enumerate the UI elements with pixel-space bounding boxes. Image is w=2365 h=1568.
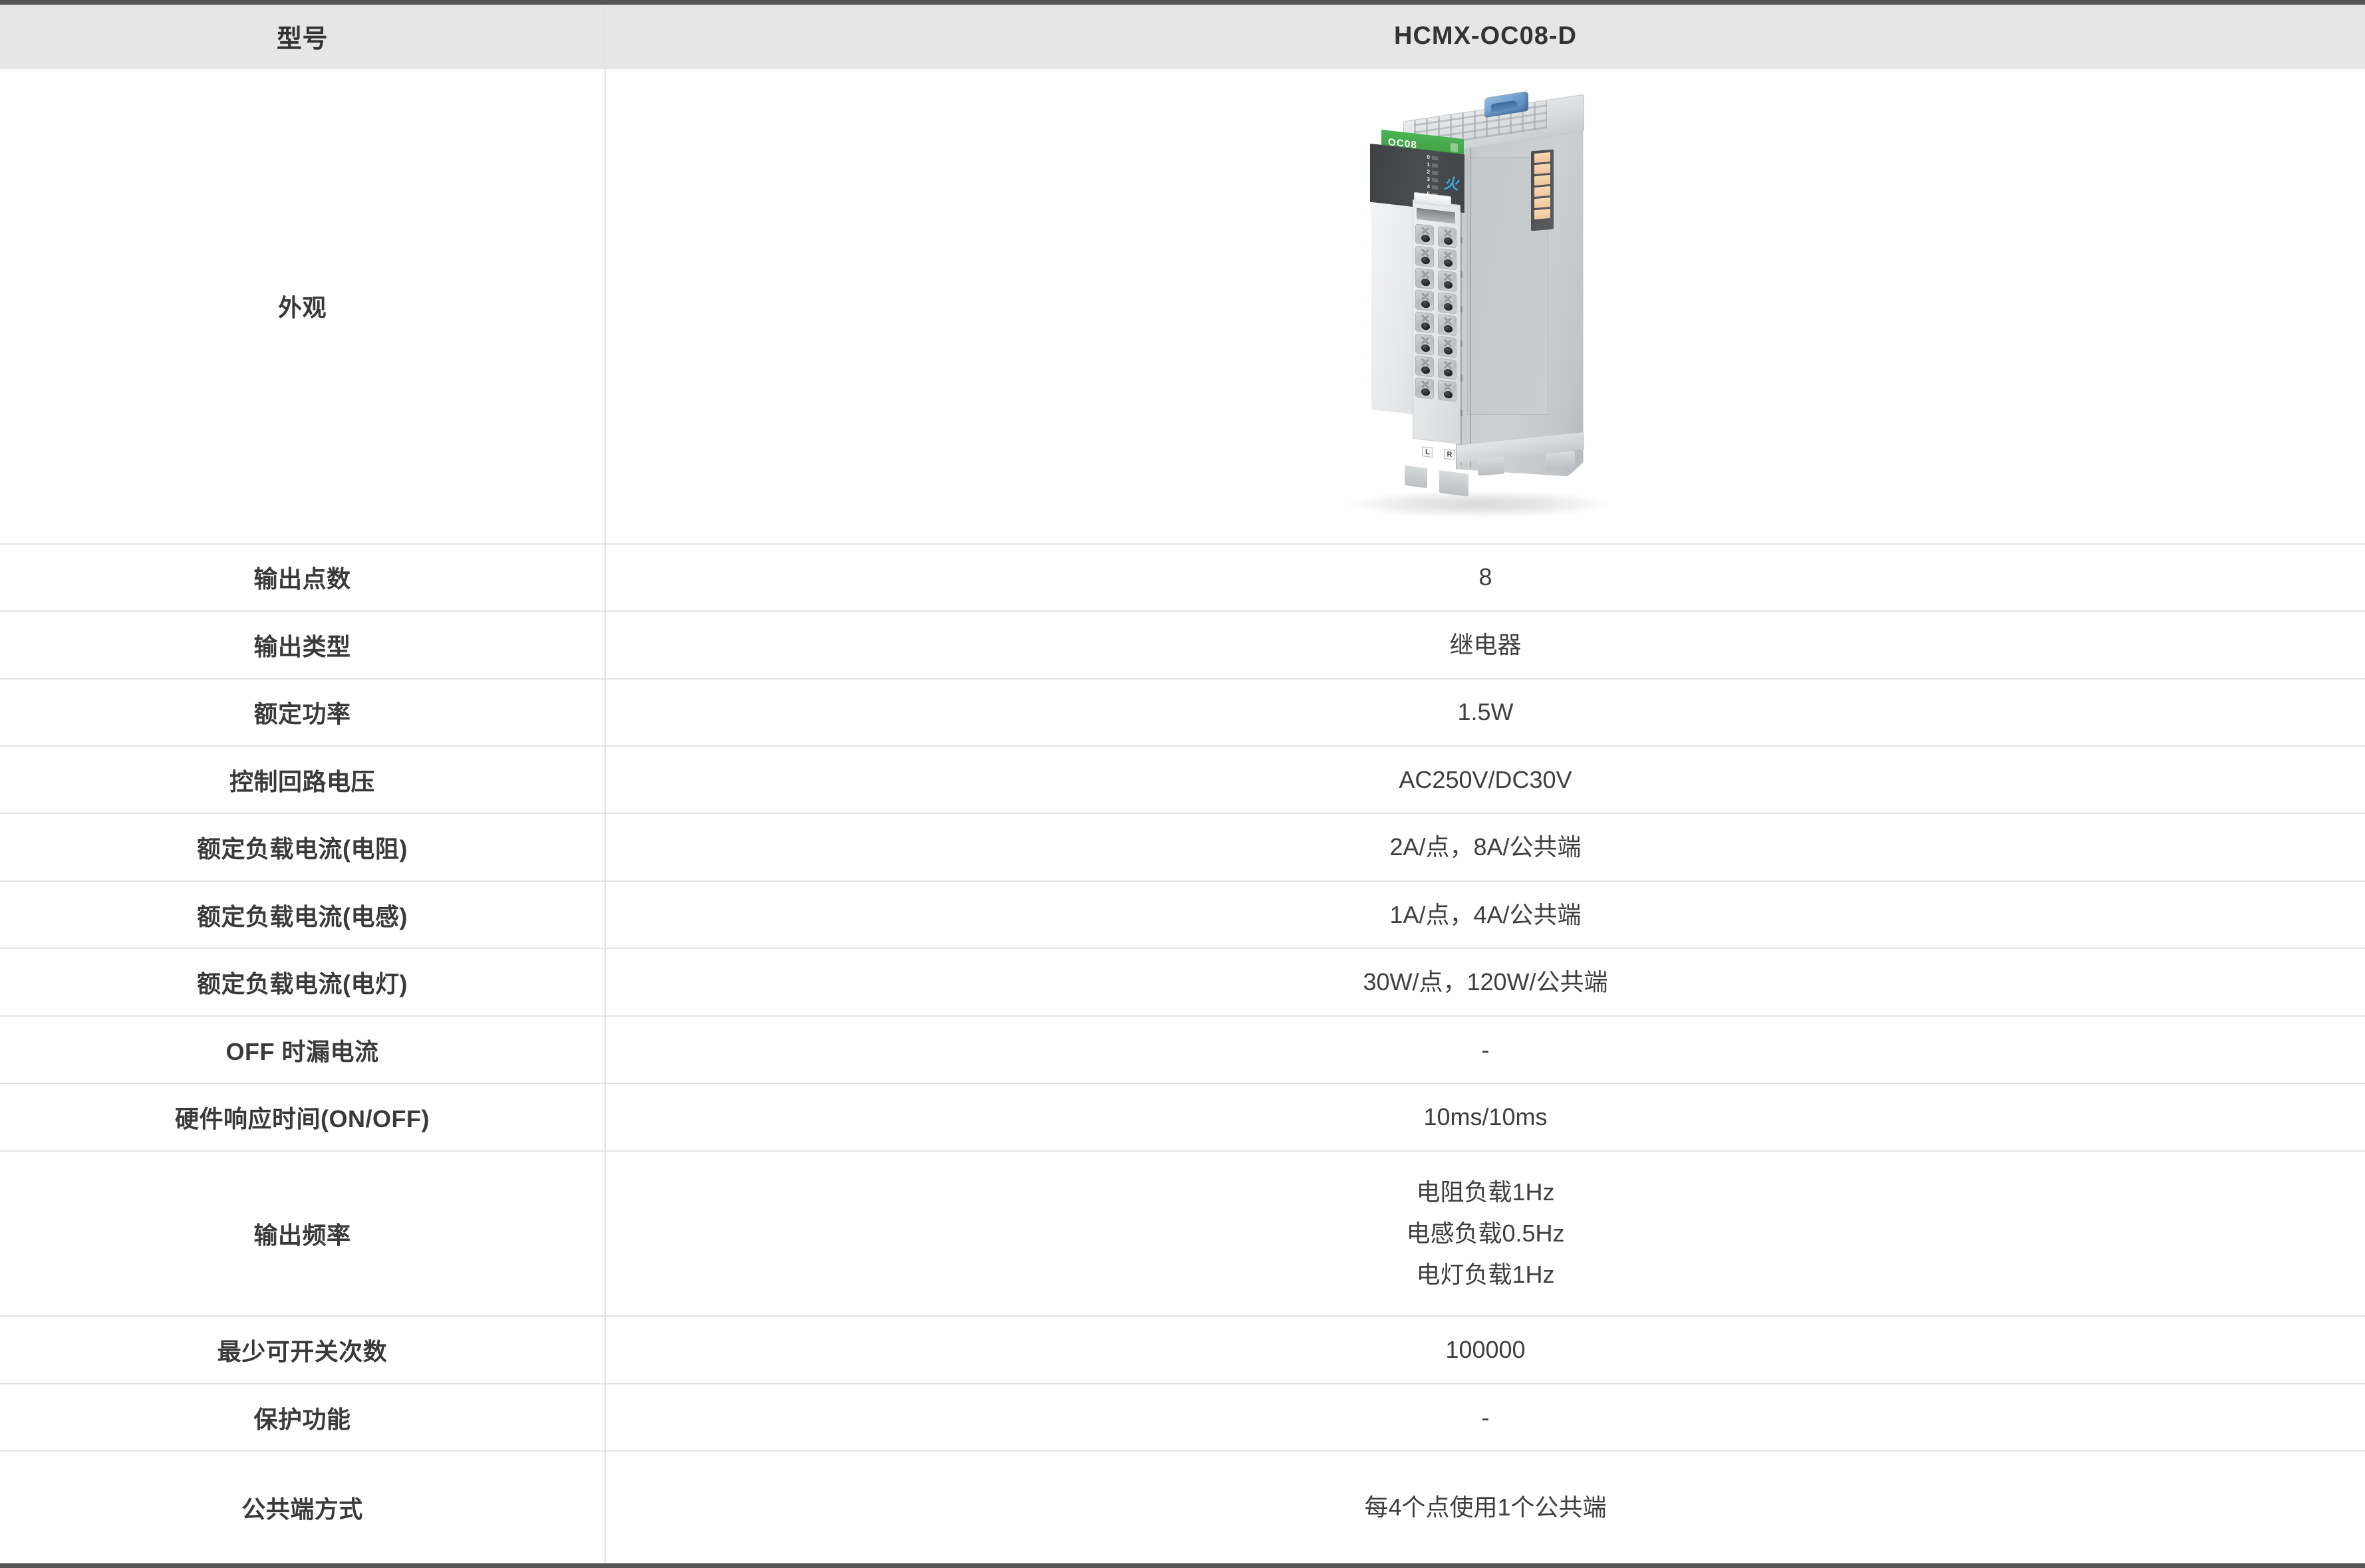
row-label-appearance: 外观 — [0, 68, 606, 544]
row-label-output-frequency: 输出频率 — [0, 1150, 606, 1317]
table-row-output-type: 输出类型 继电器 — [0, 611, 2365, 679]
terminal-lr-legend: L R — [1421, 446, 1455, 461]
header-value-model-number: HCMX-OC08-D — [1394, 21, 1577, 50]
module-din-clip — [1545, 450, 1575, 471]
row-value-rated-load-current-lamp: 30W/点，120W/公共端 — [1363, 968, 1608, 996]
terminal-screw — [1415, 289, 1434, 312]
terminal-screw — [1437, 248, 1457, 271]
row-value-control-circuit-voltage: AC250V/DC30V — [1399, 765, 1572, 793]
table-row-common-terminal-mode: 公共端方式 每4个点使用1个公共端 — [0, 1451, 2365, 1566]
row-label-common-terminal-mode: 公共端方式 — [0, 1451, 606, 1566]
module-din-clip — [1477, 456, 1504, 476]
row-label-output-type: 输出类型 — [0, 611, 606, 679]
terminal-screw — [1415, 267, 1434, 290]
module-din-clip — [1404, 465, 1427, 489]
row-value-common-terminal-mode: 每4个点使用1个公共端 — [1364, 1494, 1607, 1521]
row-value-off-leakage-current: - — [1481, 1035, 1490, 1063]
row-value-protection-function: - — [1481, 1403, 1490, 1431]
terminal-screw-grid — [1415, 223, 1458, 402]
table-row-appearance: 外观 — [0, 68, 2365, 544]
row-value-min-switching-cycles: 100000 — [1445, 1336, 1526, 1364]
row-value-appearance: OC08 0 1 — [605, 68, 2365, 544]
table-row-rated-load-current-lamp: 额定负载电流(电灯) 30W/点，120W/公共端 — [0, 948, 2365, 1016]
dip-switch — [1534, 209, 1550, 220]
row-value-output-frequency: 电阻负载1Hz 电感负载0.5Hz 电灯负载1Hz — [1406, 1178, 1565, 1289]
table-row-rated-load-current-inductive: 额定负载电流(电感) 1A/点，4A/公共端 — [0, 880, 2365, 949]
dip-switch — [1534, 186, 1550, 197]
row-label-rated-load-current-lamp: 额定负载电流(电灯) — [0, 948, 606, 1016]
terminal-screw — [1437, 380, 1457, 402]
terminal-screw — [1437, 270, 1457, 293]
row-label-hardware-response-time: 硬件响应时间(ON/OFF) — [0, 1083, 606, 1151]
terminal-screw — [1415, 245, 1434, 268]
row-label-rated-load-current-inductive: 额定负载电流(电感) — [0, 880, 606, 949]
module-drop-shadow — [1345, 491, 1612, 518]
row-value-output-points: 8 — [1478, 563, 1492, 591]
terminal-screw — [1415, 311, 1434, 334]
terminal-screw — [1415, 355, 1434, 378]
row-value-rated-power: 1.5W — [1457, 698, 1514, 726]
row-value-output-type: 继电器 — [1449, 630, 1522, 658]
terminal-screw — [1415, 223, 1434, 246]
table-row-off-leakage-current: OFF 时漏电流 - — [0, 1015, 2365, 1084]
plc-module-illustration: OC08 0 1 — [1339, 90, 1632, 519]
module-seam-line — [1469, 132, 1471, 467]
product-image-stage: OC08 0 1 — [606, 78, 2365, 534]
terminal-screw — [1437, 314, 1457, 336]
led-lamp-icon — [1431, 170, 1438, 176]
terminal-screw — [1437, 358, 1457, 380]
table-row-protection-function: 保护功能 - — [0, 1383, 2365, 1452]
module-seam-line — [1460, 133, 1462, 466]
dip-switch — [1534, 164, 1550, 175]
module-body-side — [1455, 125, 1584, 477]
row-label-output-points: 输出点数 — [0, 543, 606, 612]
terminal-screw — [1415, 333, 1434, 356]
table-row-min-switching-cycles: 最少可开关次数 100000 — [0, 1316, 2365, 1384]
module-din-clip — [1439, 470, 1468, 497]
row-label-rated-load-current-resistive: 额定负载电流(电阻) — [0, 813, 606, 881]
table-header-row: 型号 HCMX-OC08-D — [0, 2, 2365, 68]
terminal-screw — [1437, 336, 1457, 358]
dip-switch — [1534, 175, 1550, 186]
dip-switch — [1534, 197, 1550, 209]
module-dip-switch-bank — [1530, 149, 1554, 231]
dip-switch — [1534, 152, 1550, 164]
row-value-rated-load-current-resistive: 2A/点，8A/公共端 — [1389, 833, 1582, 861]
row-label-control-circuit-voltage: 控制回路电压 — [0, 745, 606, 814]
terminal-screw — [1437, 226, 1457, 249]
table-row-hardware-response-time: 硬件响应时间(ON/OFF) 10ms/10ms — [0, 1083, 2365, 1151]
table-row-rated-load-current-resistive: 额定负载电流(电阻) 2A/点，8A/公共端 — [0, 813, 2365, 881]
terminal-legend-left: L — [1421, 446, 1433, 458]
row-label-off-leakage-current: OFF 时漏电流 — [0, 1015, 606, 1084]
table-row-output-points: 输出点数 8 — [0, 543, 2365, 612]
row-value-rated-load-current-inductive: 1A/点，4A/公共端 — [1389, 900, 1582, 928]
table-row-output-frequency: 输出频率 电阻负载1Hz 电感负载0.5Hz 电灯负载1Hz — [0, 1150, 2365, 1317]
row-label-min-switching-cycles: 最少可开关次数 — [0, 1316, 606, 1384]
row-label-rated-power: 额定功率 — [0, 678, 606, 746]
terminal-screw — [1437, 292, 1457, 315]
row-label-protection-function: 保护功能 — [0, 1383, 606, 1452]
brand-logo-icon: 火 — [1443, 174, 1459, 194]
module-front-panel — [1371, 202, 1419, 416]
terminal-legend-right: R — [1443, 449, 1455, 461]
led-lamp-icon — [1431, 163, 1438, 168]
led-lamp-icon — [1431, 156, 1438, 161]
led-lamp-icon — [1431, 185, 1438, 190]
row-value-hardware-response-time: 10ms/10ms — [1423, 1103, 1548, 1131]
header-label-model: 型号 — [0, 2, 606, 68]
module-label-chip — [1450, 143, 1458, 153]
table-row-rated-power: 额定功率 1.5W — [0, 678, 2365, 746]
led-lamp-icon — [1431, 178, 1438, 183]
terminal-screw — [1415, 377, 1434, 400]
table-row-control-circuit-voltage: 控制回路电压 AC250V/DC30V — [0, 745, 2365, 814]
